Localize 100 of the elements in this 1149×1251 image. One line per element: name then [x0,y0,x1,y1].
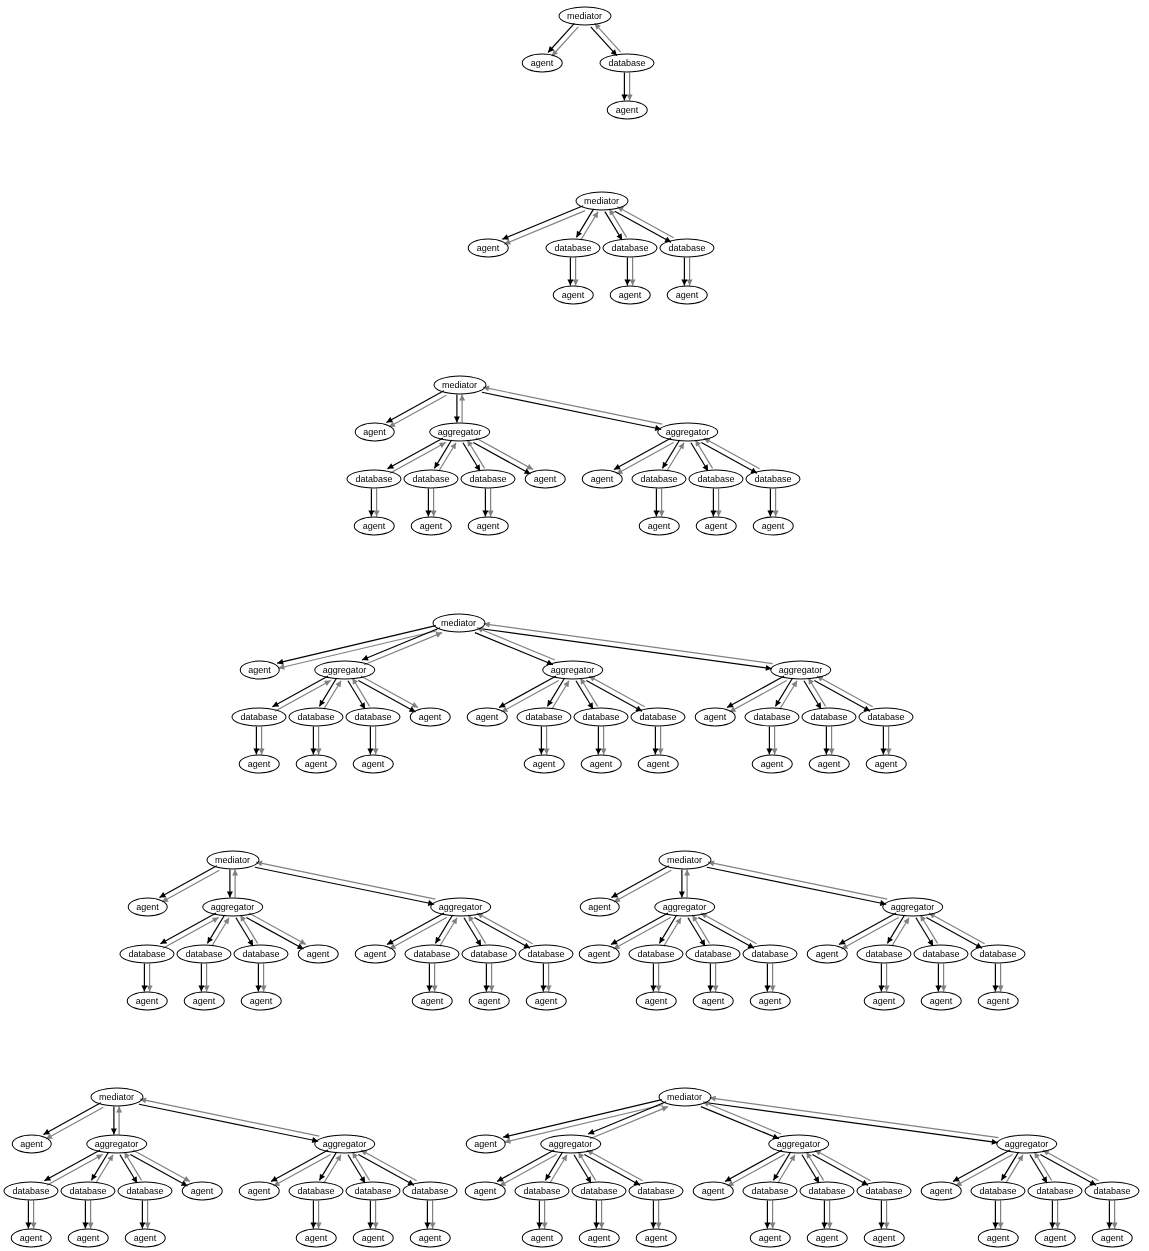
arrow [232,868,239,899]
arrow [482,628,773,671]
arrow [710,487,717,518]
arrow [90,1151,110,1181]
arrow [453,393,460,424]
arrow [767,487,774,518]
arrow [935,962,942,993]
arrow [661,439,681,469]
arrow [658,914,678,944]
arrow [690,442,709,472]
arrow [540,962,547,993]
arrow [883,1199,890,1230]
arrow [764,1199,771,1230]
arrow [992,1199,999,1230]
arrow [715,487,722,518]
arrow [254,866,435,906]
arrow [431,962,438,993]
arrow [1005,1154,1024,1184]
arrow [712,962,719,993]
arrow [880,725,887,756]
arrow [1106,1199,1113,1230]
arrow [575,680,594,710]
arrow [801,1154,820,1184]
arrow [629,256,636,287]
arrow [600,725,607,756]
arrow [323,680,342,710]
arrow [372,1199,379,1230]
arrow [708,1102,999,1145]
arrow [226,868,233,899]
arrow [544,1151,564,1181]
arrow [771,725,778,756]
arrow [439,917,458,947]
arrow [467,914,487,944]
arrow [604,211,623,241]
arrow [823,725,830,756]
arrow [426,962,433,993]
arrow [678,868,685,899]
arrow [318,677,338,707]
arrow [655,1199,662,1230]
arrow [483,962,490,993]
arrow [580,211,599,241]
arrow [764,962,771,993]
arrow [707,962,714,993]
arrow [347,1154,366,1184]
arrow [658,487,665,518]
arrow [886,914,906,944]
arrow [766,725,773,756]
arrow [691,914,711,944]
arrow [567,256,574,287]
arrow [621,71,628,102]
arrow [351,677,371,707]
arrow [30,1199,37,1230]
arrow [777,1154,796,1184]
arrow [253,725,260,756]
arrow [885,725,892,756]
arrow [315,725,322,756]
arrow [123,1151,143,1181]
arrow [255,860,436,900]
arrow [82,1199,89,1230]
arrow [687,917,706,947]
arrow [997,1199,1004,1230]
arrow [368,487,375,518]
arrow [119,1154,138,1184]
arrow [681,256,688,287]
arrow [139,1097,320,1137]
arrow [883,962,890,993]
arrow [310,1199,317,1230]
arrow [538,725,545,756]
arrow [430,487,437,518]
arrow [577,1151,597,1181]
arrow [424,1199,431,1230]
arrow [653,487,660,518]
arrow [878,1199,885,1230]
arrow [488,962,495,993]
arrow [438,442,457,472]
arrow [481,391,662,431]
arrow [940,962,947,993]
arrow [258,725,265,756]
arrow [575,208,595,238]
arrow [706,866,887,906]
arrow [425,487,432,518]
arrow [351,1151,371,1181]
arrow [255,962,262,993]
arrow [1054,1199,1061,1230]
arrow [483,621,774,665]
arrow [211,917,230,947]
arrow [459,393,466,424]
arrow [1029,1154,1048,1184]
arrow [805,1151,825,1181]
arrow [206,914,226,944]
arrow [779,680,798,710]
arrow [25,1199,32,1230]
arrow [663,917,682,947]
arrow [536,1199,543,1230]
arrow [347,680,366,710]
arrow [372,725,379,756]
arrow [655,962,662,993]
arrow [141,962,148,993]
arrow [624,256,631,287]
arrow [878,962,885,993]
